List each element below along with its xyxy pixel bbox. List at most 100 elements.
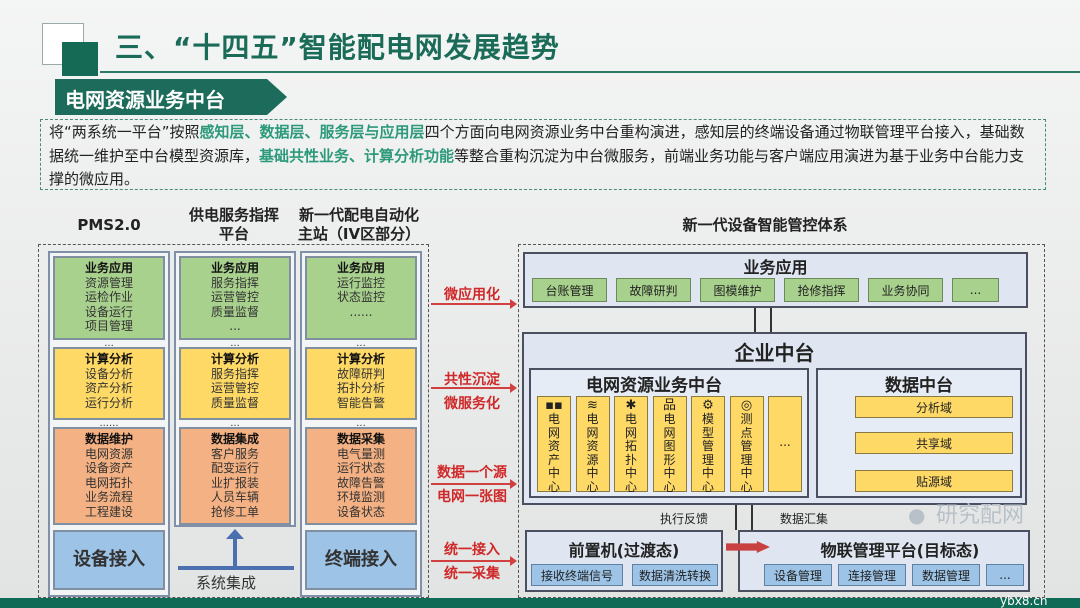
- center-icon: ◎: [740, 398, 753, 413]
- block-item: 故障告警: [336, 475, 385, 490]
- feedback-arrow-line: [735, 505, 737, 530]
- domain-analysis: 分析域: [855, 396, 1013, 418]
- center-label: 电网资源中心: [586, 412, 599, 494]
- integration-arrow-stem: [233, 535, 237, 567]
- title-decoration-fill: [62, 42, 98, 76]
- arrow-label: 数据一个源: [437, 465, 507, 481]
- app-block: 业务应用资源管理运检作业设备运行项目管理: [53, 256, 165, 340]
- center-label: 模型管理中心: [701, 412, 714, 494]
- block-item: 设备状态: [336, 504, 385, 519]
- block-title: 业务应用: [336, 261, 385, 275]
- iot-item: 连接管理: [838, 564, 906, 586]
- block-item: 运行监控: [336, 275, 385, 290]
- arrow-label: 统一采集: [444, 566, 500, 582]
- block-item: 智能告警: [336, 395, 385, 410]
- watermark-url: ybx8.cn: [1000, 594, 1048, 608]
- block-item: 运营管控: [210, 290, 259, 304]
- block-title: 计算分析: [336, 352, 385, 366]
- transition-arrow-icon: [726, 541, 770, 553]
- block-title: 数据集成: [210, 432, 259, 446]
- integration-label: 系统集成: [196, 574, 257, 592]
- watermark-logo: ●: [908, 503, 926, 527]
- business-app-item: 图模维护: [700, 278, 775, 302]
- right-arrow-icon: [431, 479, 517, 489]
- arrow-label: 微应用化: [444, 287, 500, 303]
- highlight: 基础共性业务、计算分析功能: [259, 146, 455, 165]
- up-arrow-icon: [226, 529, 244, 539]
- description-paragraph: 将“两系统一平台”按照感知层、数据层、服务层与应用层四个方面向电网资源业务中台重…: [40, 119, 1046, 190]
- resource-center: ≋电网资源中心: [575, 396, 610, 494]
- center-icon: 品: [662, 398, 676, 413]
- arrow-label: 共性沉淀: [444, 372, 500, 388]
- business-app-title: 业务应用: [743, 258, 808, 277]
- center-icon: ⚙: [702, 398, 714, 413]
- block-item: 拓扑分析: [336, 381, 385, 395]
- highlight: 感知层、数据层、服务层与应用层: [199, 123, 425, 141]
- business-app-item: ...: [952, 278, 999, 302]
- data-block: 数据采集电气量测运行状态故障告警环境监测设备状态: [305, 427, 417, 525]
- section-tab: 电网资源业务中台: [55, 79, 287, 115]
- ellipsis: ...: [356, 338, 366, 349]
- block-item: 服务指挥: [210, 366, 259, 381]
- ellipsis: ...: [230, 338, 240, 349]
- block-item: ...: [229, 319, 241, 333]
- text: 等整合重构沉淀为中台微服务，前端业务功能与客户端应用演进为基于业务中台能力支撑的…: [49, 146, 1025, 189]
- data-block: 数据维护电网资源设备资产电网拓扑业务流程工程建设: [53, 427, 165, 525]
- block-item: 设备资产: [84, 461, 133, 475]
- down-arrow-line: [754, 308, 756, 332]
- block-item: 电气量测: [336, 446, 385, 461]
- calc-block: 计算分析设备分析资产分析运行分析: [53, 347, 165, 420]
- access-block: 终端接入: [305, 530, 417, 590]
- app-block: 业务应用运行监控状态监控......: [305, 256, 417, 340]
- right-title: 新一代设备智能管控体系: [682, 216, 848, 234]
- block-title: 数据维护: [84, 432, 133, 446]
- page-title: 三、“十四五”智能配电网发展趋势: [115, 31, 560, 64]
- center-label: ...: [779, 435, 791, 449]
- automation-header: 新一代配电自动化主站（IV区部分）: [297, 206, 421, 243]
- block-item: 运检作业: [84, 290, 133, 304]
- block-item: 电网拓扑: [84, 475, 133, 490]
- block-title: 计算分析: [84, 352, 133, 366]
- block-item: 项目管理: [84, 319, 133, 333]
- domain-shared: 共享域: [855, 432, 1013, 454]
- resource-center: 品电网图形中心: [652, 396, 687, 493]
- block-item: 状态监控: [336, 290, 385, 304]
- collect-arrow-line: [751, 505, 753, 530]
- right-arrow-icon: [431, 299, 517, 309]
- block-title: 计算分析: [210, 352, 259, 366]
- business-app-item: 抢修指挥: [784, 278, 859, 302]
- block-item: 工程建设: [84, 504, 133, 519]
- block-item: 设备运行: [84, 304, 133, 319]
- business-app-item: 台账管理: [532, 278, 607, 302]
- center-label: 测点管理中心: [740, 412, 753, 494]
- block-item: 电网资源: [84, 446, 133, 461]
- title-underline: [100, 71, 1080, 73]
- block-item: 环境监测: [336, 490, 385, 504]
- iot-item: 设备管理: [764, 564, 832, 586]
- resource-center: ...: [768, 396, 802, 492]
- data-platform-title: 数据中台: [885, 376, 953, 396]
- domain-source: 贴源域: [855, 470, 1013, 492]
- text: 将“两系统一平台”按照: [49, 123, 200, 141]
- resource-center: ◎测点管理中心: [729, 396, 764, 494]
- access-block: 设备接入: [53, 530, 165, 590]
- frontend-item: 数据清洗转换: [632, 564, 718, 586]
- up-arrow-line: [770, 308, 772, 332]
- frontend-title: 前置机(过渡态): [568, 541, 680, 560]
- iot-item: 数据管理: [912, 564, 980, 586]
- block-item: 运行分析: [84, 395, 133, 410]
- block-title: 业务应用: [210, 261, 259, 275]
- left-systems-frame: [38, 244, 429, 598]
- text: 四个方面向电网资源业务中台重构演进，感知层的终端设备通过物联管理平台接入，基础数…: [49, 123, 1025, 165]
- resource-center: ✱电网拓扑中心: [614, 396, 648, 493]
- business-app-item: 故障研判: [616, 278, 691, 302]
- block-item: 服务指挥: [210, 275, 259, 290]
- data-block: 数据集成客户服务配变运行业扩报装人员车辆抢修工单: [179, 427, 291, 525]
- iot-item: ...: [986, 564, 1024, 586]
- block-item: 抢修工单: [210, 504, 259, 519]
- block-item: 业务流程: [84, 490, 133, 504]
- block-item: 资产分析: [84, 381, 133, 395]
- block-item: 质量监督: [210, 304, 259, 319]
- center-icon: ✱: [625, 398, 637, 413]
- block-item: 人员车辆: [210, 490, 259, 504]
